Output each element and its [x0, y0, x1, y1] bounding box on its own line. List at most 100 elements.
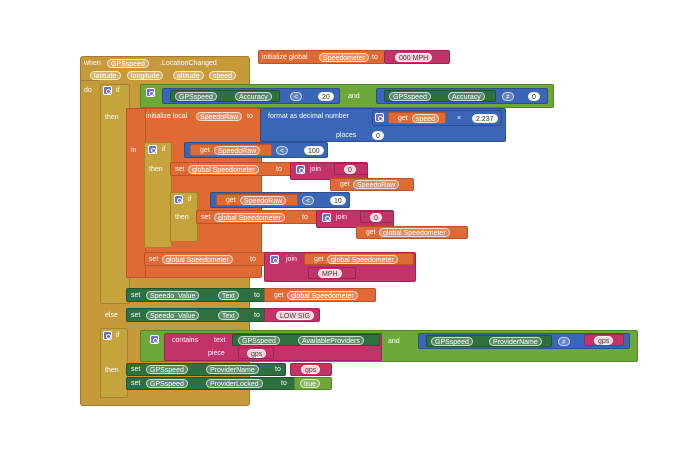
if2-val[interactable]: 100: [304, 146, 324, 155]
if3-get-dropdown[interactable]: SpeedoRaw: [240, 196, 287, 205]
set7-prop-dropdown[interactable]: ProviderLocked: [206, 379, 263, 388]
then-label: then: [105, 114, 119, 121]
join1-label: join: [310, 166, 321, 173]
initialize-local-label: initialize local: [146, 113, 188, 120]
text-mph[interactable]: MPH: [318, 269, 342, 278]
provider-op-dropdown[interactable]: ≠: [558, 337, 570, 346]
initialize-global-label: initialize global: [262, 54, 308, 61]
set2-get-dropdown[interactable]: global Speedometer: [379, 228, 450, 237]
get-label: get: [398, 115, 408, 122]
set2-get-label: get: [366, 229, 376, 236]
and2-label: and: [388, 338, 400, 345]
global-name-field[interactable]: Speedometer: [319, 53, 370, 62]
param-altitude[interactable]: altitude: [173, 71, 204, 80]
provider-comp-dropdown[interactable]: GPSspeed: [431, 337, 473, 346]
set6-label: set: [131, 366, 141, 373]
accuracy-threshold-value[interactable]: 20: [318, 92, 334, 101]
set3-get-dropdown[interactable]: global Speedometer: [327, 255, 398, 264]
set4-comp-dropdown[interactable]: Speedo_Value: [146, 291, 200, 300]
set5-prop-dropdown[interactable]: Text: [218, 311, 239, 320]
set6-comp-dropdown[interactable]: GPSspeed: [146, 365, 188, 374]
gps-compare-text[interactable]: gps: [594, 336, 614, 345]
set1-get-label: get: [340, 181, 350, 188]
if-block-speedoraw-lt-100[interactable]: [144, 142, 172, 248]
multiply-mutator-gear-icon[interactable]: [375, 113, 384, 122]
get-speed-dropdown[interactable]: speed: [412, 114, 440, 123]
set4-get-label: get: [274, 292, 284, 299]
providers-comp-dropdown[interactable]: GPSspeed: [238, 336, 280, 345]
join2-label: join: [336, 214, 347, 221]
set1-label: set: [175, 166, 185, 173]
set3-label: set: [149, 256, 159, 263]
if2-mutator-gear-icon[interactable]: [148, 145, 157, 154]
piece-gps-text[interactable]: gps: [247, 349, 267, 358]
and2-mutator-gear-icon[interactable]: [150, 335, 159, 344]
set1-var-dropdown[interactable]: global Speedometer: [188, 165, 259, 174]
local-to-label: to: [247, 113, 253, 120]
global-value-text[interactable]: 000 MPH: [395, 53, 433, 62]
gps-accuracy-getter[interactable]: [170, 90, 280, 102]
set7-comp-dropdown[interactable]: GPSspeed: [146, 379, 188, 388]
param-latitude[interactable]: latitude: [90, 71, 121, 80]
if2-label: if: [162, 146, 166, 153]
if4-mutator-gear-icon[interactable]: [103, 331, 112, 340]
text-zero-1[interactable]: 0: [344, 165, 356, 174]
get-global-speedometer-block-1[interactable]: [356, 226, 468, 239]
contains-label: contains: [172, 337, 199, 344]
if-mutator-gear-icon[interactable]: [103, 86, 112, 95]
set1-get-dropdown[interactable]: SpeedoRaw: [353, 180, 400, 189]
join1-mutator-gear-icon[interactable]: [296, 165, 305, 174]
if2-op-dropdown[interactable]: <: [276, 146, 289, 155]
times-label: ×: [457, 115, 462, 122]
if4-then-label: then: [105, 367, 119, 374]
accuracy-comp-dropdown[interactable]: GPSspeed: [175, 92, 217, 101]
accuracy2-prop-dropdown[interactable]: Accuracy: [448, 92, 485, 101]
if4-label: if: [116, 332, 120, 339]
set6-prop-dropdown[interactable]: ProviderName: [206, 365, 259, 374]
if3-val[interactable]: 10: [330, 196, 346, 205]
join3-mutator-gear-icon[interactable]: [270, 255, 279, 264]
and-mutator-gear-icon[interactable]: [146, 88, 155, 97]
true-dropdown[interactable]: true: [300, 379, 321, 388]
piece-label: piece: [208, 350, 225, 357]
set5-comp-dropdown[interactable]: Speedo_Value: [146, 311, 200, 320]
if3-mutator-gear-icon[interactable]: [174, 195, 183, 204]
get-speedoraw-block-2[interactable]: [330, 178, 414, 191]
set4-get-dropdown[interactable]: global Speedometer: [287, 291, 358, 300]
set3-var-dropdown[interactable]: global Speedometer: [162, 255, 233, 264]
set4-prop-dropdown[interactable]: Text: [218, 291, 239, 300]
provider-prop-dropdown[interactable]: ProviderName: [489, 337, 542, 346]
accuracy-zero-value[interactable]: 0: [528, 92, 540, 101]
gps-accuracy-getter-2[interactable]: [384, 90, 496, 102]
accuracy2-comp-dropdown[interactable]: GPSspeed: [389, 92, 431, 101]
join2-mutator-gear-icon[interactable]: [322, 213, 331, 222]
join3-label: join: [286, 256, 297, 263]
set6-to-label: to: [275, 366, 281, 373]
set3-get-label: get: [314, 256, 324, 263]
do-label: do: [84, 87, 92, 94]
if3-op-dropdown[interactable]: <: [302, 196, 315, 205]
if2-get-dropdown[interactable]: SpeedoRaw: [214, 146, 261, 155]
event-do-spine: [80, 80, 100, 406]
factor-value[interactable]: 2.237: [472, 114, 498, 123]
set2-var-dropdown[interactable]: global Speedometer: [214, 213, 285, 222]
and-label: and: [348, 93, 360, 100]
event-component-dropdown[interactable]: GPSspeed: [107, 59, 149, 68]
providers-prop-dropdown[interactable]: AvailableProviders: [298, 336, 364, 345]
if2-get-label: get: [200, 147, 210, 154]
local-name-field[interactable]: SpeedoRaw: [196, 112, 243, 121]
lt-operator-dropdown[interactable]: <: [290, 92, 303, 101]
if3-then-label: then: [175, 214, 189, 221]
places-value[interactable]: 0: [372, 131, 384, 140]
ne-operator-dropdown[interactable]: ≠: [502, 92, 514, 101]
available-providers-getter[interactable]: [232, 334, 380, 346]
accuracy-prop-dropdown[interactable]: Accuracy: [235, 92, 272, 101]
param-longitude[interactable]: longitude: [127, 71, 164, 80]
set6-gps-text[interactable]: gps: [301, 365, 321, 374]
text-low-sig[interactable]: LOW SIG: [276, 311, 314, 320]
get-speedoraw-block[interactable]: [190, 144, 272, 156]
param-speed[interactable]: speed: [209, 71, 237, 80]
text-zero-2[interactable]: 0: [370, 213, 382, 222]
in-label: in: [131, 147, 137, 154]
get-speedoraw-block-3[interactable]: [216, 194, 298, 206]
